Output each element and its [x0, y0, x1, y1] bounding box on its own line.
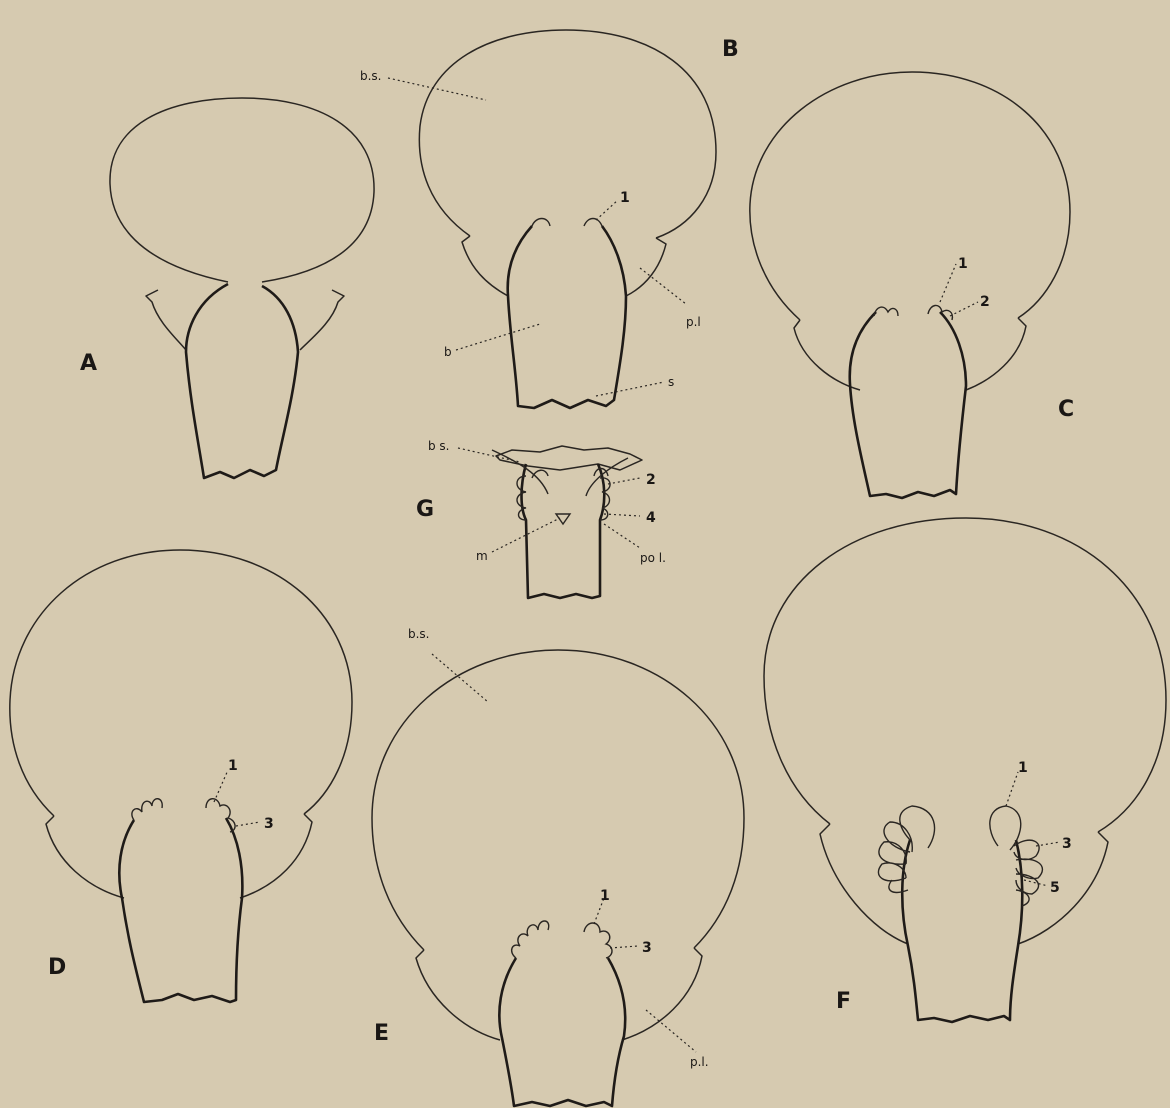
- panel-c-label-2: 2: [980, 294, 990, 310]
- panel-c: 1 2 C: [750, 72, 1074, 498]
- panel-g: b s. 2 4 m po l. G: [416, 439, 666, 598]
- panel-e-letter: E: [374, 1021, 389, 1046]
- panel-g-label-bs: b s.: [428, 439, 450, 453]
- panel-f-label-3: 3: [1062, 836, 1072, 852]
- panel-c-bell: [750, 72, 1070, 320]
- panel-f-leader-1: [1006, 772, 1018, 806]
- panel-a-bell: [110, 98, 374, 282]
- panel-f-label-5: 5: [1050, 880, 1060, 896]
- panel-g-mouth: [556, 514, 570, 524]
- panel-f-leader-3: [1036, 842, 1060, 846]
- panel-f-label-1: 1: [1018, 760, 1028, 776]
- panel-d-leader-1: [214, 770, 228, 802]
- panel-f-body: [902, 840, 1022, 1022]
- panel-c-leader-1: [940, 264, 956, 302]
- panel-e-body: [499, 958, 625, 1106]
- panel-d-letter: D: [48, 955, 66, 980]
- panel-b-body: [508, 226, 626, 408]
- panel-c-leader-2: [950, 302, 978, 316]
- panel-g-letter: G: [416, 497, 434, 522]
- panel-g-label-2: 2: [646, 472, 656, 488]
- panel-b-label-s: s: [668, 375, 674, 389]
- panel-d: 1 3 D: [10, 550, 352, 1002]
- panel-e-bell: [372, 650, 744, 950]
- panel-e-label-1: 1: [600, 888, 610, 904]
- panel-d-bell: [10, 550, 352, 816]
- panel-d-label-1: 1: [228, 758, 238, 774]
- panel-c-label-1: 1: [958, 256, 968, 272]
- panel-e-tentacle-buds-left: [512, 921, 549, 958]
- panel-g-bell-remnant: [496, 446, 642, 470]
- panel-e-label-3: 3: [642, 940, 652, 956]
- panel-a: A: [80, 98, 374, 478]
- panel-g-label-pol: po l.: [640, 551, 666, 565]
- panel-a-body: [186, 284, 298, 478]
- panel-f: 1 3 5 F: [764, 518, 1166, 1022]
- panel-e-posterior-lobe: [416, 948, 702, 1040]
- panel-b-bell: [419, 30, 716, 238]
- panel-g-label-4: 4: [646, 510, 656, 526]
- panel-a-posterior-lobe: [146, 290, 344, 350]
- panel-b-posterior-lobe: [462, 236, 666, 296]
- panel-e-label-pl: p.l.: [690, 1055, 709, 1069]
- panel-d-label-3: 3: [264, 816, 274, 832]
- panel-g-bud-hook-left: [532, 470, 548, 478]
- panel-b-leader-1: [596, 200, 618, 220]
- panel-e-leader-bs: [432, 654, 488, 702]
- panel-b-label-b: b: [444, 345, 452, 359]
- panel-f-letter: F: [836, 989, 851, 1014]
- panel-f-tentacles-right: [990, 806, 1043, 906]
- panel-g-leader-2: [608, 478, 640, 484]
- panel-c-body: [850, 312, 966, 498]
- panel-c-posterior-lobe: [794, 318, 1026, 390]
- panel-d-body: [119, 818, 242, 1002]
- panel-b-tentacle-bud-left: [532, 219, 550, 227]
- panel-g-label-m: m: [476, 549, 488, 563]
- panel-b-label-pl: p.l: [686, 315, 701, 329]
- panel-g-leader-4: [604, 514, 640, 516]
- panel-b-letter: B: [722, 37, 739, 62]
- panel-b-label-1: 1: [620, 190, 630, 206]
- panel-e-leader-pl: [646, 1010, 696, 1052]
- panel-d-tentacle-buds-left: [132, 799, 162, 820]
- panel-b-leader-b: [456, 324, 540, 350]
- panel-e-leader-3: [610, 946, 638, 948]
- panel-b-leader-pl: [640, 268, 686, 304]
- panel-f-bell: [764, 518, 1166, 832]
- panel-g-leader-pol: [604, 524, 640, 548]
- panel-b-leader-s: [596, 382, 664, 396]
- panel-a-letter: A: [80, 351, 97, 376]
- panel-g-inner-arch-left: [492, 450, 548, 494]
- panel-e-label-bs: b.s.: [408, 627, 430, 641]
- panel-c-letter: C: [1058, 397, 1074, 422]
- panel-b: b.s. 1 p.l b s B: [360, 30, 739, 408]
- panel-b-label-bs: b.s.: [360, 69, 382, 83]
- panel-c-tentacle-buds-left: [874, 307, 898, 316]
- panel-e: b.s. 1 3 p.l. E: [372, 627, 744, 1106]
- panel-d-leader-3: [236, 822, 260, 826]
- panel-b-tentacle-bud-right: [584, 219, 602, 227]
- panel-e-tentacle-buds-right: [584, 923, 612, 958]
